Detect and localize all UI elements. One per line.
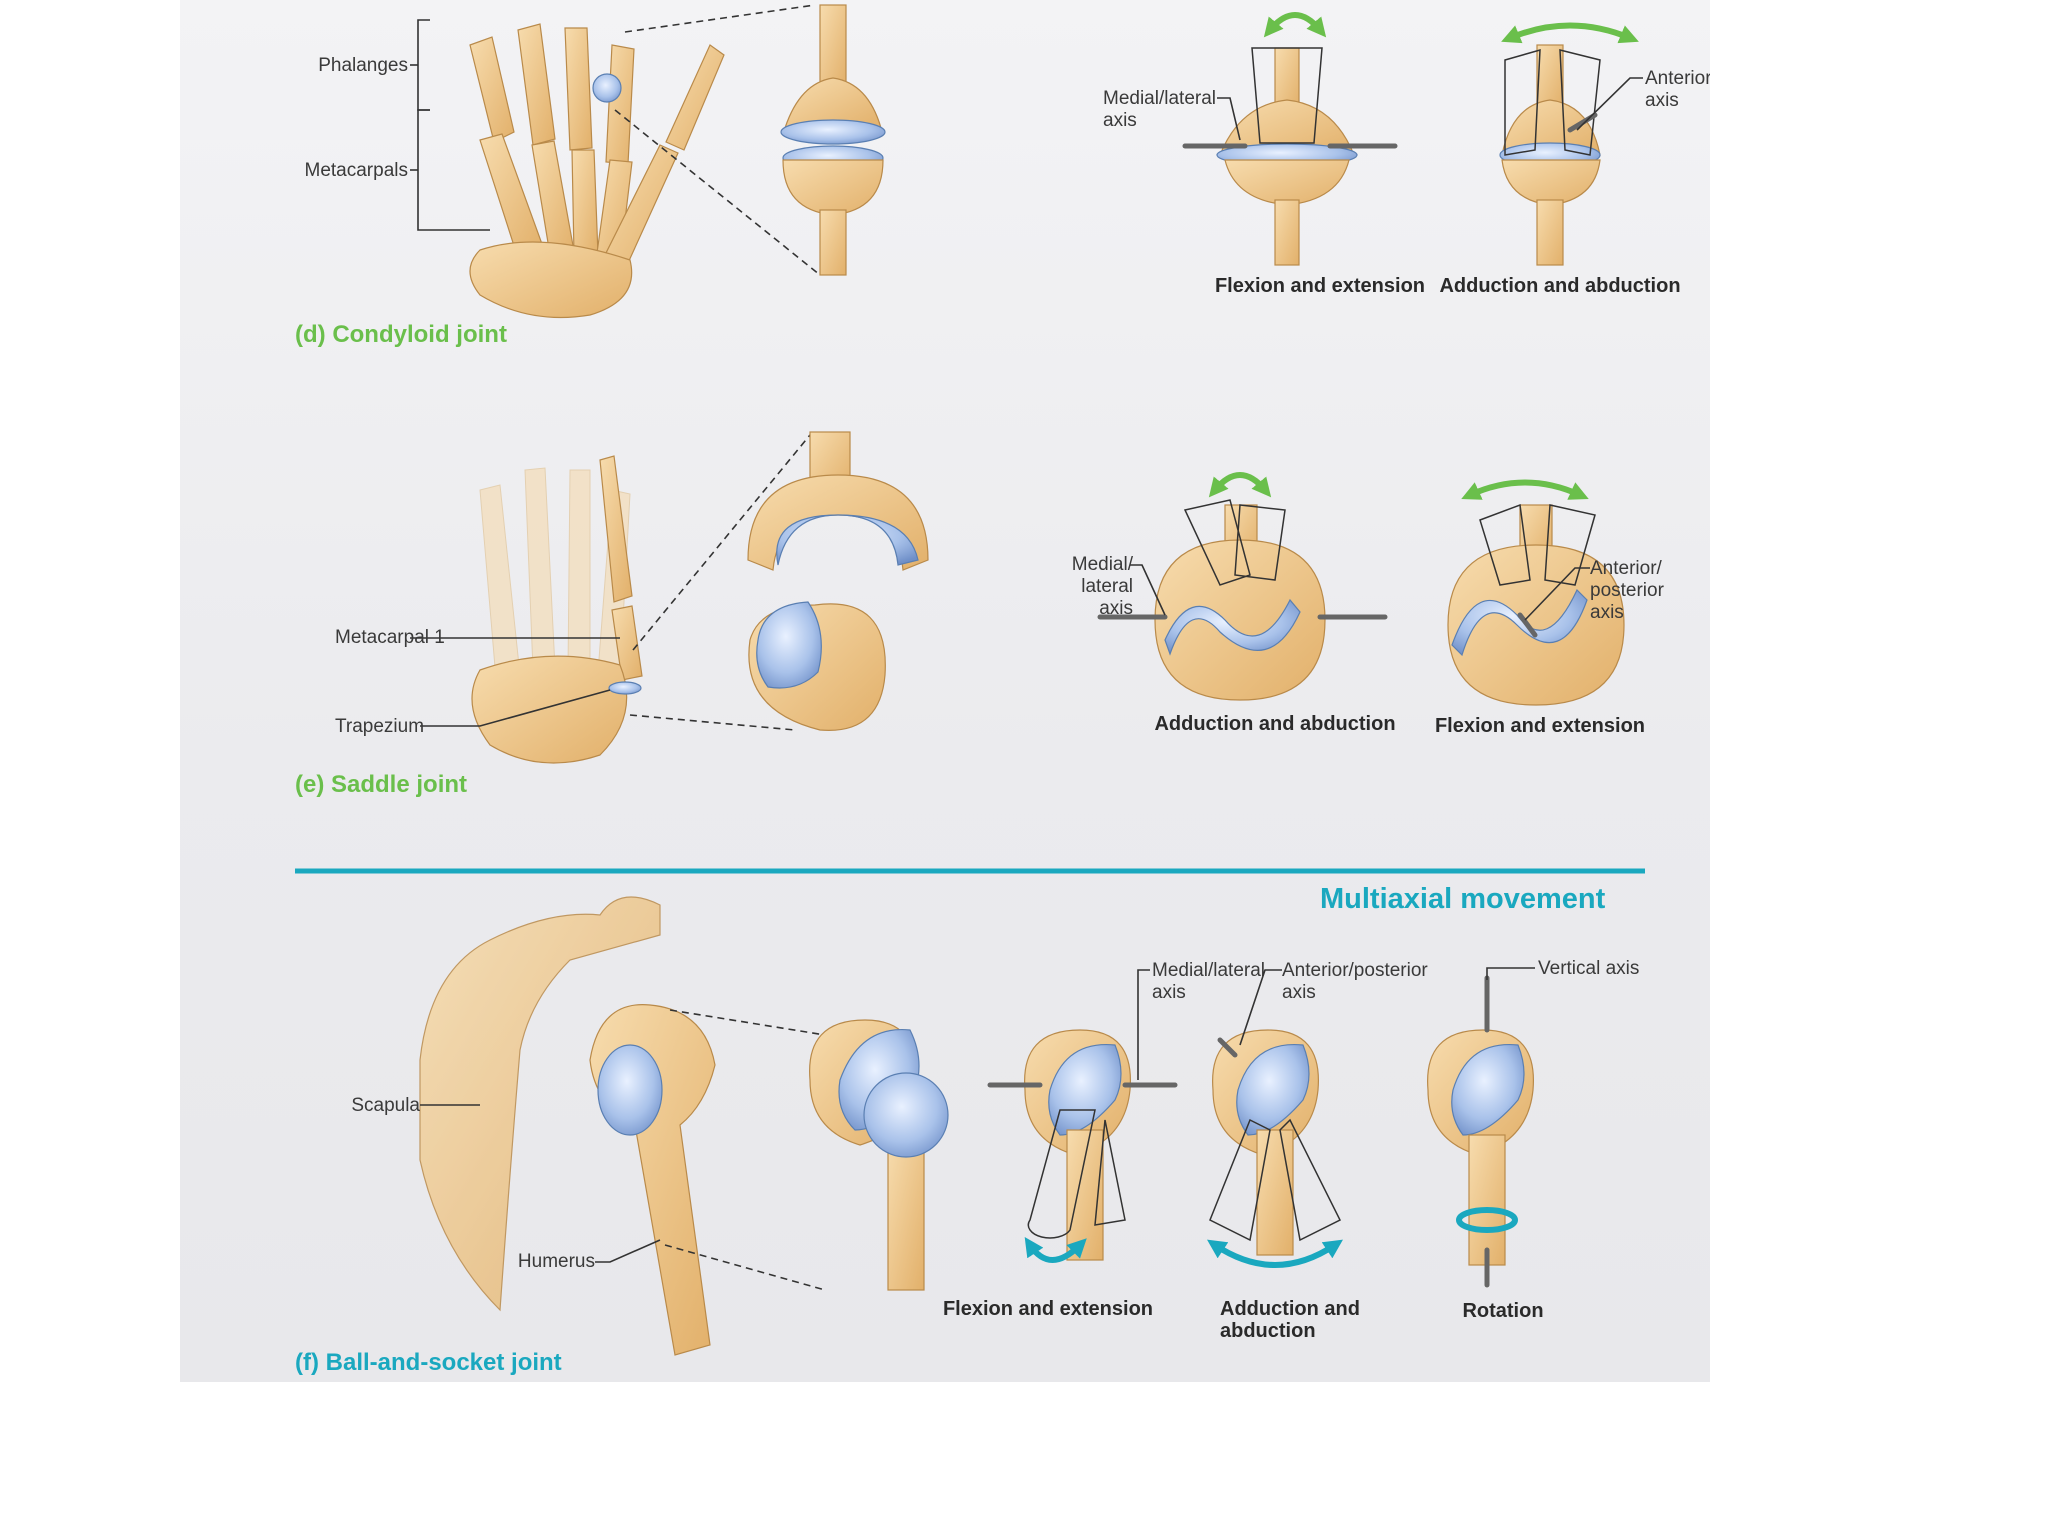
saddle-anterior-posterior-axis-label-3: axis: [1590, 602, 1624, 623]
ball-adduction-arrow: [1207, 1239, 1343, 1268]
rotation-arrow: [1456, 1207, 1518, 1233]
humerus-label: Humerus: [518, 1251, 595, 1272]
ball-flexion-model: [987, 1029, 1178, 1263]
saddle-anterior-posterior-axis-label-2: posterior: [1590, 580, 1665, 601]
condyloid-flexion-model: [1182, 12, 1398, 266]
metacarpal-1-label: Metacarpal 1: [335, 627, 445, 648]
ball-medial-lateral-axis-label-2: axis: [1152, 982, 1186, 1003]
ball-adduction-caption-1: Adduction and: [1220, 1298, 1360, 1320]
flexion-arrow: [1263, 12, 1327, 38]
condyloid-anterior-posterior-axis-label-1: Anterior/posterior: [1645, 68, 1710, 89]
condyloid-section: Phalanges Metacarpals Medial/lateral: [295, 4, 1710, 348]
joint-types-figure: Phalanges Metacarpals Medial/lateral: [180, 0, 1710, 1382]
condyloid-adduction-caption: Adduction and abduction: [1439, 275, 1680, 297]
ball-anterior-posterior-axis-label-2: axis: [1282, 982, 1316, 1003]
scapula-label: Scapula: [351, 1095, 420, 1116]
saddle-section: Metacarpal 1 Trapezium Medial/ lateral a…: [295, 431, 1665, 798]
saddle-anterior-posterior-axis-label-1: Anterior/: [1590, 558, 1663, 579]
condyloid-medial-lateral-axis-label-2: axis: [1103, 110, 1137, 131]
ball-adduction-model: [1207, 1029, 1343, 1268]
condyloid-anterior-posterior-axis-label-2: axis: [1645, 90, 1679, 111]
saddle-flexion-caption: Flexion and extension: [1435, 715, 1645, 737]
saddle-adduction-caption: Adduction and abduction: [1154, 713, 1395, 735]
saddle-exploded-model: [747, 431, 929, 731]
condyloid-medial-lateral-axis-label-1: Medial/lateral: [1103, 88, 1216, 109]
metacarpals-bracket: [417, 109, 490, 231]
vertical-axis-label: Vertical axis: [1538, 958, 1639, 979]
saddle-section-title: (e) Saddle joint: [295, 771, 467, 798]
ball-flexion-arrow: [1024, 1237, 1087, 1263]
hand-bones-illustration: [469, 23, 725, 319]
ball-flexion-caption: Flexion and extension: [943, 1298, 1153, 1320]
multiaxial-heading: Multiaxial movement: [1320, 883, 1606, 915]
ball-socket-section-title: (f) Ball-and-socket joint: [295, 1349, 562, 1376]
saddle-medial-lateral-axis-label-1: Medial/: [1072, 554, 1134, 575]
condyle-cartilage: [592, 73, 622, 103]
saddle-cartilage: [608, 681, 642, 695]
saddle-flexion-model: [1447, 479, 1625, 706]
trapezium-label: Trapezium: [335, 716, 424, 737]
shoulder-illustration: [419, 896, 716, 1356]
ball-adduction-caption-2: abduction: [1220, 1320, 1316, 1342]
saddle-adduction-arrow: [1208, 472, 1272, 498]
adduction-arrow: [1501, 22, 1639, 44]
joint-diagram-canvas: Phalanges Metacarpals Medial/lateral: [295, 4, 1710, 1376]
phalanges-label: Phalanges: [318, 55, 408, 76]
condyloid-adduction-model: [1499, 22, 1639, 266]
saddle-medial-lateral-axis-label-2: lateral: [1081, 576, 1133, 597]
ball-medial-lateral-axis-label-1: Medial/lateral: [1152, 960, 1265, 981]
saddle-medial-lateral-axis-label-3: axis: [1099, 598, 1133, 619]
metacarpals-label: Metacarpals: [305, 160, 409, 181]
thumb-bones-illustration: [471, 455, 643, 764]
saddle-flexion-arrow: [1461, 479, 1589, 500]
ball-rotation-caption: Rotation: [1462, 1300, 1543, 1322]
ball-socket-exploded-model: [809, 1019, 949, 1291]
saddle-adduction-model: [1097, 472, 1388, 701]
ball-anterior-posterior-axis-label-1: Anterior/posterior: [1282, 960, 1428, 981]
ball-socket-section: Scapula Humerus Medial/lateral axis Flex…: [295, 896, 1639, 1376]
condyloid-section-title: (d) Condyloid joint: [295, 321, 507, 348]
ball-rotation-model: [1427, 975, 1535, 1288]
condyloid-exploded-model: [780, 4, 886, 276]
phalanges-bracket: [417, 19, 430, 111]
condyloid-flexion-caption: Flexion and extension: [1215, 275, 1425, 297]
